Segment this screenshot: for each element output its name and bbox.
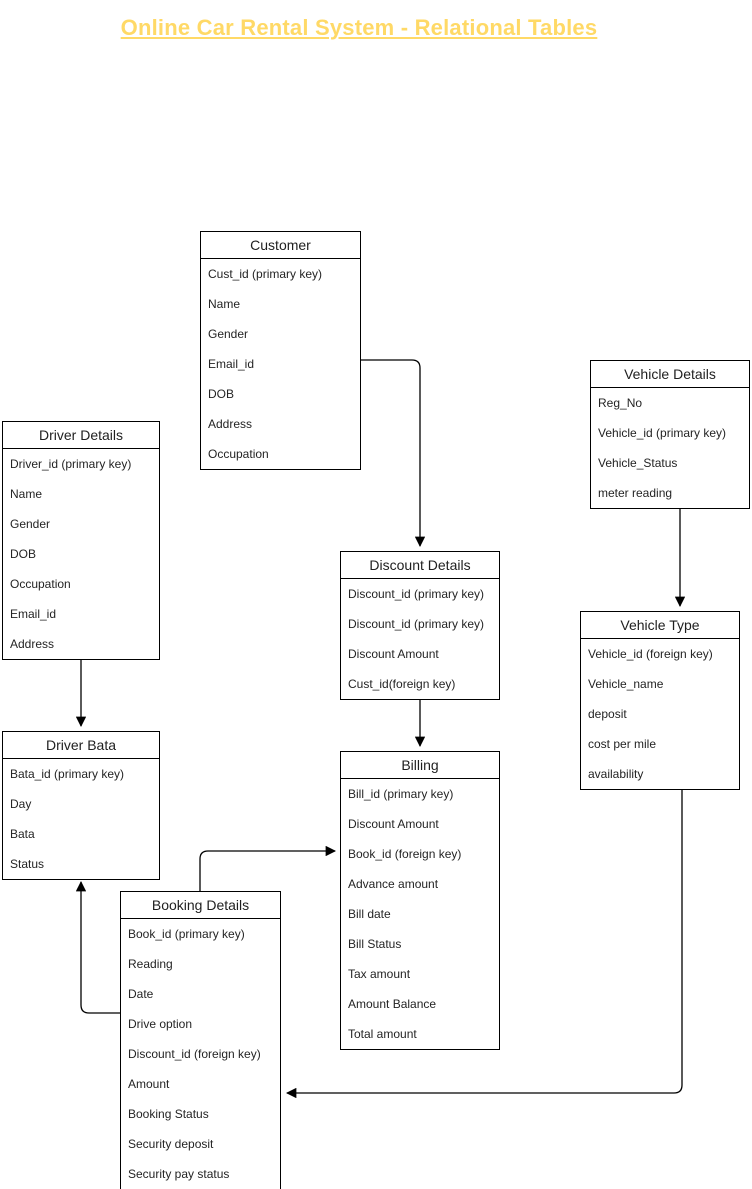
table-title: Vehicle Details (591, 361, 749, 388)
table-field: Book_id (primary key) (128, 927, 245, 941)
table-field: Date (128, 987, 154, 1001)
table-field: Occupation (208, 447, 269, 461)
table-field: Reg_No (598, 396, 643, 410)
table-title: Driver Bata (3, 732, 159, 759)
table-field: Day (10, 797, 32, 811)
table-field: Bata (10, 827, 35, 841)
table-field: Cust_id (primary key) (208, 267, 323, 281)
table-field: Occupation (10, 577, 71, 591)
table-field: availability (588, 767, 644, 781)
table-field: DOB (208, 387, 235, 401)
entity-table-booking-details: Booking Details Book_id (primary key) Re… (120, 891, 281, 1189)
entity-table-customer: Customer Cust_id (primary key) Name Gend… (200, 231, 361, 470)
table-field: Bill Status (348, 937, 402, 951)
table-title: Discount Details (341, 552, 499, 579)
table-field: Name (208, 297, 241, 311)
table-field: DOB (10, 547, 37, 561)
table-field: Name (10, 487, 43, 501)
table-field: Advance amount (348, 877, 439, 891)
table-field: Booking Status (128, 1107, 209, 1121)
table-field: Bata_id (primary key) (10, 767, 125, 781)
table-field: Reading (128, 957, 173, 971)
table-field: Discount_id (primary key) (348, 587, 485, 601)
entity-table-vehicle-details: Vehicle Details Reg_No Vehicle_id (prima… (590, 360, 750, 509)
entity-table-vehicle-type: Vehicle Type Vehicle_id (foreign key) Ve… (580, 611, 740, 790)
table-field: Bill_id (primary key) (348, 787, 454, 801)
table-field: Tax amount (348, 967, 411, 981)
table-field: cost per mile (588, 737, 657, 751)
table-field: Email_id (10, 607, 57, 621)
table-title: Booking Details (121, 892, 280, 919)
table-field: Discount Amount (348, 647, 439, 661)
table-field: Vehicle_Status (598, 456, 678, 470)
entity-table-discount-details: Discount Details Discount_id (primary ke… (340, 551, 500, 700)
table-field: Vehicle_id (primary key) (598, 426, 727, 440)
connector-booking-details-to-billing (199, 845, 337, 891)
table-field: Gender (10, 517, 51, 531)
connector-booking-details-to-driver-bata (75, 880, 120, 1014)
table-field: Drive option (128, 1017, 193, 1031)
table-title: Customer (201, 232, 360, 259)
table-field: Gender (208, 327, 249, 341)
entity-table-driver-details: Driver Details Driver_id (primary key) N… (2, 421, 160, 660)
table-title: Billing (341, 752, 499, 779)
table-field: Security deposit (128, 1137, 214, 1151)
page-title: Online Car Rental System - Relational Ta… (120, 15, 598, 40)
table-title: Driver Details (3, 422, 159, 449)
table-field: Address (10, 637, 55, 651)
table-field: Bill date (348, 907, 391, 921)
table-field: Driver_id (primary key) (10, 457, 132, 471)
table-field: Address (208, 417, 253, 431)
connector-customer-to-discount-details (361, 359, 426, 548)
table-title: Vehicle Type (581, 612, 739, 639)
table-field: deposit (588, 707, 627, 721)
entity-table-driver-bata: Driver Bata Bata_id (primary key) Day Ba… (2, 731, 160, 880)
table-field: Amount Balance (348, 997, 437, 1011)
entity-table-billing: Billing Bill_id (primary key) Discount A… (340, 751, 500, 1050)
table-field: Status (10, 857, 45, 871)
table-field: Email_id (208, 357, 255, 371)
table-field: Security pay status (128, 1167, 230, 1181)
table-field: Total amount (348, 1027, 417, 1041)
table-field: Discount Amount (348, 817, 439, 831)
table-field: Book_id (foreign key) (348, 847, 462, 861)
table-field: Cust_id(foreign key) (348, 677, 456, 691)
table-field: Amount (128, 1077, 170, 1091)
table-field: Discount_id (foreign key) (128, 1047, 261, 1061)
table-field: Vehicle_name (588, 677, 664, 691)
table-field: Vehicle_id (foreign key) (588, 647, 713, 661)
table-field: meter reading (598, 486, 673, 500)
table-field: Discount_id (primary key) (348, 617, 485, 631)
